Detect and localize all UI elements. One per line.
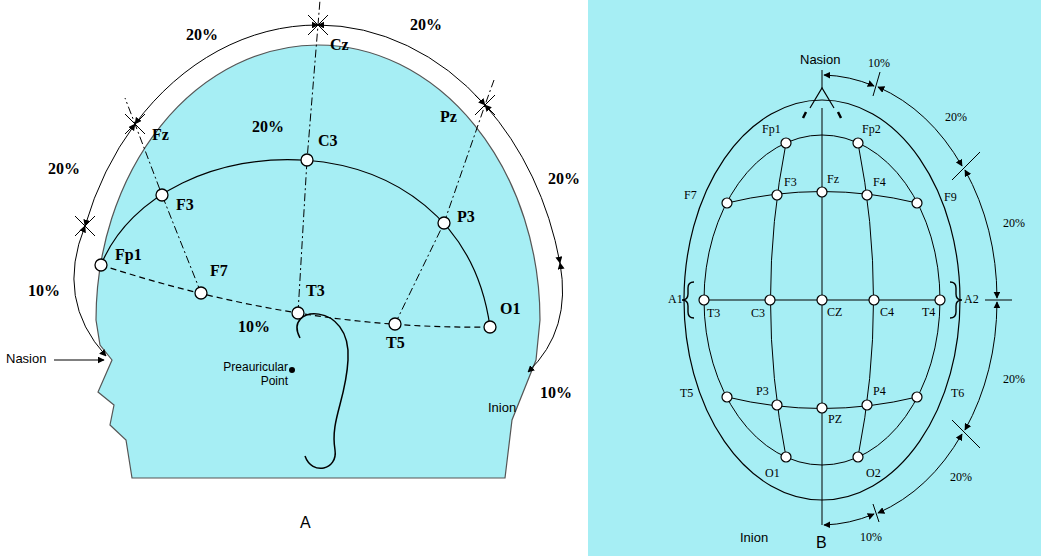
electrode-label: T6 [951, 386, 964, 401]
electrode-label: 20% [950, 470, 972, 485]
electrode-label: 20% [548, 170, 580, 188]
electrode-label: 10% [540, 384, 572, 402]
electrode-label: T3 [306, 282, 325, 300]
panel-letter: B [816, 535, 827, 551]
electrode-label: C4 [880, 305, 894, 320]
landmark-label: Nasion [800, 52, 840, 67]
electrode-label: C3 [751, 306, 765, 321]
electrode-label: T3 [707, 306, 720, 321]
electrode-label: 20% [1003, 372, 1025, 387]
head-top [684, 100, 960, 500]
electrode-label: A1 [668, 292, 683, 307]
electrode-label: 10% [28, 282, 60, 300]
electrode-label: 20% [252, 118, 284, 136]
electrode-label: 20% [1003, 216, 1025, 231]
ear-brackets [682, 282, 962, 318]
electrode-label: F3 [176, 196, 194, 214]
preauricular-dot [289, 367, 295, 373]
electrode-label: Fp2 [862, 122, 881, 137]
electrode-label: P4 [873, 384, 886, 399]
electrode-label: T4 [922, 305, 935, 320]
electrode-label: T5 [386, 334, 405, 352]
electrode-label: 10% [238, 318, 270, 336]
electrode-label: Fp1 [762, 122, 781, 137]
ear [297, 314, 348, 469]
electrode-label: O2 [866, 466, 881, 481]
electrode-label: 20% [186, 26, 218, 44]
electrode-label: CZ [827, 305, 842, 320]
electrode-label: 20% [945, 110, 967, 125]
electrode-label: PZ [828, 412, 842, 427]
electrode-label: F4 [873, 175, 886, 190]
landmark-label: Nasion [6, 351, 46, 366]
panel-ground [588, 0, 1041, 556]
nose [810, 88, 834, 108]
electrode-label: 10% [868, 56, 890, 71]
dimension-ticks [873, 72, 1012, 522]
electrode-label: F7 [684, 188, 697, 203]
electrode-label: F9 [944, 190, 957, 205]
panel-letter: A [300, 515, 311, 531]
electrode-label: C3 [318, 132, 338, 150]
electrode-label: 10% [860, 530, 882, 545]
landmark-label: Inion [740, 530, 768, 545]
electrode-label: 20% [410, 16, 442, 34]
radial-lines [125, 0, 494, 324]
dimension-arcs [74, 25, 563, 372]
electrode-arc [101, 265, 490, 327]
electrode-label: Fz [827, 172, 839, 187]
electrode-label: T5 [680, 386, 693, 401]
electrode-label: F7 [210, 262, 228, 280]
electrode-label: Pz [440, 108, 457, 126]
electrode [699, 138, 945, 462]
landmark-label: Preauricular Point [212, 360, 288, 388]
electrode-label: Fp1 [115, 246, 142, 264]
electrode-label: Cz [330, 36, 349, 54]
landmark-label: Inion [488, 400, 516, 415]
head-side [96, 45, 540, 478]
electrode [95, 154, 496, 333]
electrode-label: F3 [784, 175, 797, 190]
dimension-arcs [824, 75, 997, 525]
measure-stars [75, 15, 495, 236]
electrode-label: O1 [765, 466, 780, 481]
electrode-label: A2 [964, 292, 979, 307]
electrode-label: O1 [500, 300, 520, 318]
grid-lines [704, 70, 940, 525]
nasion-arrow [54, 360, 104, 361]
electrode-arc [101, 160, 490, 327]
electrode-label: P3 [756, 384, 769, 399]
electrode-label: 20% [48, 160, 80, 178]
electrode-label: P3 [457, 208, 475, 226]
electrode-label: Fz [152, 126, 169, 144]
